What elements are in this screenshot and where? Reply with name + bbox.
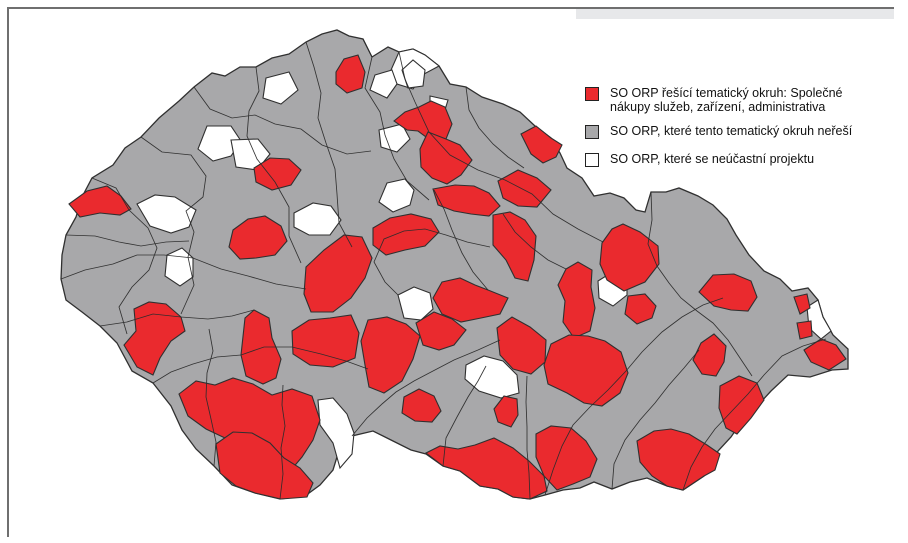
red-district-15: [557, 261, 596, 339]
red-district-27: [796, 320, 813, 340]
white-district-center-2: [378, 178, 415, 213]
boundary-24: [433, 189, 489, 291]
boundary-10: [152, 346, 369, 384]
white-district-center-4: [397, 286, 434, 321]
white-district-north-2: [262, 71, 299, 105]
red-district-33: [493, 395, 519, 428]
red-district-18: [123, 301, 186, 376]
red-district-28: [803, 338, 847, 371]
boundary-6: [362, 38, 430, 201]
red-district-32: [401, 388, 442, 423]
boundary-1: [91, 177, 158, 335]
white-district-west-3: [136, 194, 197, 234]
white-district-south-1: [464, 355, 520, 399]
red-district-14: [432, 277, 509, 323]
red-district-36: [636, 428, 721, 491]
red-swatch: [585, 87, 599, 101]
boundary-17: [682, 338, 827, 491]
boundary-20: [465, 86, 525, 169]
boundary-9: [99, 309, 255, 327]
boundary-14: [525, 375, 531, 500]
red-district-20: [291, 314, 360, 368]
white-district-north-3: [369, 69, 398, 99]
red-district-12: [599, 223, 660, 292]
red-district-8: [497, 169, 552, 208]
red-district-25: [692, 333, 727, 377]
legend-label-gray: SO ORP, které tento tematický okruh neře…: [610, 124, 853, 138]
gray-swatch: [585, 125, 599, 139]
red-district-31: [215, 431, 314, 500]
red-district-6: [68, 185, 132, 218]
red-district-34: [424, 437, 548, 500]
legend-label-red: SO ORP řešící tematický okruh: Společné …: [610, 86, 843, 114]
boundary-16: [611, 349, 700, 490]
red-district-5: [253, 157, 302, 191]
red-district-17: [624, 293, 657, 325]
legend-item-white: SO ORP, které se neúčastní projektu: [585, 152, 885, 170]
red-district-4: [520, 125, 563, 164]
boundary-7: [398, 51, 604, 243]
boundary-22: [205, 328, 217, 467]
white-district-center-1: [378, 123, 411, 153]
red-district-19: [240, 309, 282, 385]
boundary-12: [373, 228, 491, 296]
red-district-26: [793, 293, 811, 315]
red-district-21: [360, 316, 421, 394]
legend-label-white: SO ORP, které se neúčastní projektu: [610, 152, 815, 166]
boundary-11: [351, 339, 501, 437]
red-district-13: [303, 234, 373, 313]
boundary-21: [65, 234, 190, 247]
red-districts: [68, 54, 847, 500]
boundary-4: [246, 66, 302, 264]
boundary-19: [502, 213, 567, 270]
red-district-29: [718, 375, 765, 435]
map-legend: SO ORP řešící tematický okruh: Společné …: [585, 86, 885, 180]
white-district-north-4: [401, 59, 426, 89]
legend-item-gray: SO ORP, které tento tematický okruh neře…: [585, 124, 885, 142]
boundary-3: [193, 86, 372, 155]
red-district-11: [492, 211, 537, 282]
boundary-2: [140, 136, 207, 315]
white-district-west-1: [197, 125, 242, 162]
red-district-35: [535, 425, 598, 491]
district-boundaries: [60, 38, 827, 500]
red-district-2: [393, 100, 453, 141]
white-swatch: [585, 153, 599, 167]
boundary-8: [60, 254, 307, 290]
white-districts: [136, 48, 832, 470]
boundary-5: [305, 41, 353, 248]
legend-item-red: SO ORP řešící tematický okruh: Společné …: [585, 86, 885, 114]
red-district-1: [335, 54, 366, 94]
red-district-22: [415, 311, 467, 351]
red-district-24: [543, 334, 629, 407]
boundary-13: [442, 365, 487, 467]
boundary-18: [647, 191, 753, 377]
boundary-23: [279, 384, 286, 500]
red-district-7: [432, 184, 501, 217]
white-district-south-2: [317, 397, 355, 470]
red-district-10: [228, 215, 288, 260]
red-district-3: [419, 131, 473, 185]
boundary-15: [544, 297, 724, 496]
white-district-center-3: [293, 202, 342, 236]
corner-tab: [576, 9, 894, 19]
